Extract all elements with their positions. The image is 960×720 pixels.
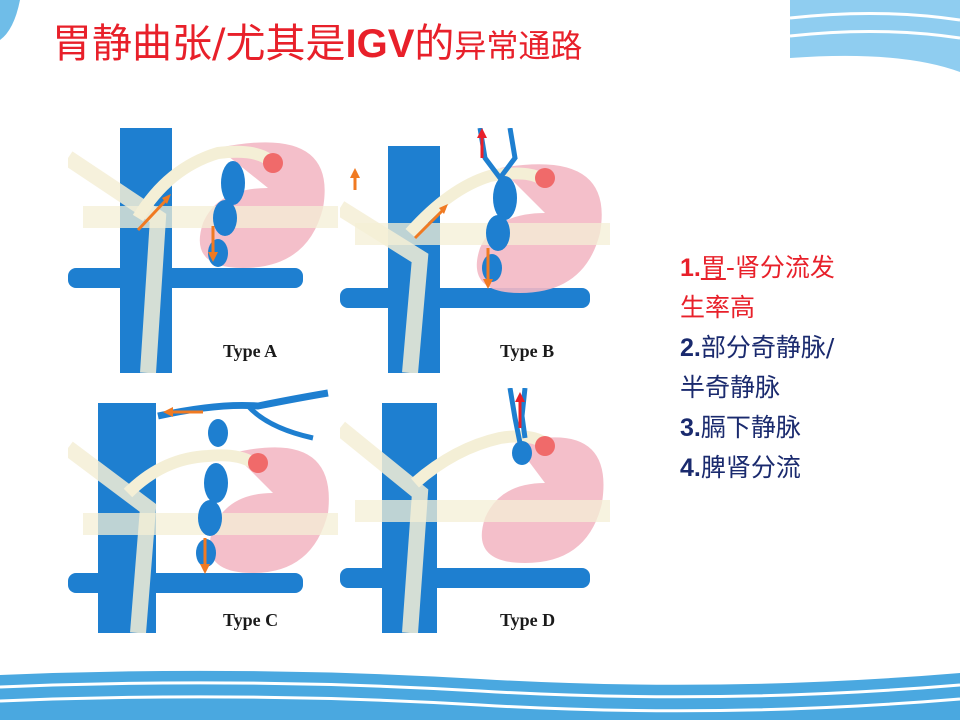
type-d-illustration <box>340 388 610 633</box>
type-c-illustration <box>68 389 338 633</box>
diagram-type-b: Type B <box>340 128 615 373</box>
note-2-line1: 2.部分奇静脉/ <box>680 333 835 362</box>
note-1-line2: 生率高 <box>680 293 756 322</box>
note-1-line1: 1.胃-肾分流发 <box>680 253 835 282</box>
notes-list: 1.胃-肾分流发 生率高 2.部分奇静脉/ 半奇静脉 3.膈下静脉 4.脾肾分流 <box>680 248 950 488</box>
note-2: 2.部分奇静脉/ 半奇静脉 <box>680 328 950 408</box>
note-1-underlined: 胃 <box>700 253 726 282</box>
note-3: 3.膈下静脉 <box>680 413 801 442</box>
diagram-type-c: Type C <box>68 388 343 633</box>
type-c-label: Type C <box>223 610 279 630</box>
title-part2: IGV <box>345 22 415 66</box>
type-a-label: Type A <box>223 341 278 361</box>
title-part1: 胃静曲张/尤其是 <box>52 21 346 67</box>
diagram-type-a: Type A <box>68 128 343 373</box>
diagram-type-d: Type D <box>340 388 615 633</box>
type-b-illustration <box>340 128 610 373</box>
title-part4: 异常通路 <box>454 27 583 65</box>
note-2-line2: 半奇静脉 <box>680 373 781 402</box>
slide-title: 胃静曲张/尤其是IGV的异常通路 <box>52 14 582 76</box>
note-1: 1.胃-肾分流发 生率高 <box>680 248 950 328</box>
type-b-label: Type B <box>500 341 555 361</box>
type-a-illustration <box>68 128 338 373</box>
type-d-label: Type D <box>500 610 556 630</box>
bottom-wave-decoration <box>0 670 960 720</box>
title-part3: 的 <box>414 21 455 67</box>
top-wave-decoration <box>0 0 960 72</box>
note-4: 4.脾肾分流 <box>680 453 801 482</box>
